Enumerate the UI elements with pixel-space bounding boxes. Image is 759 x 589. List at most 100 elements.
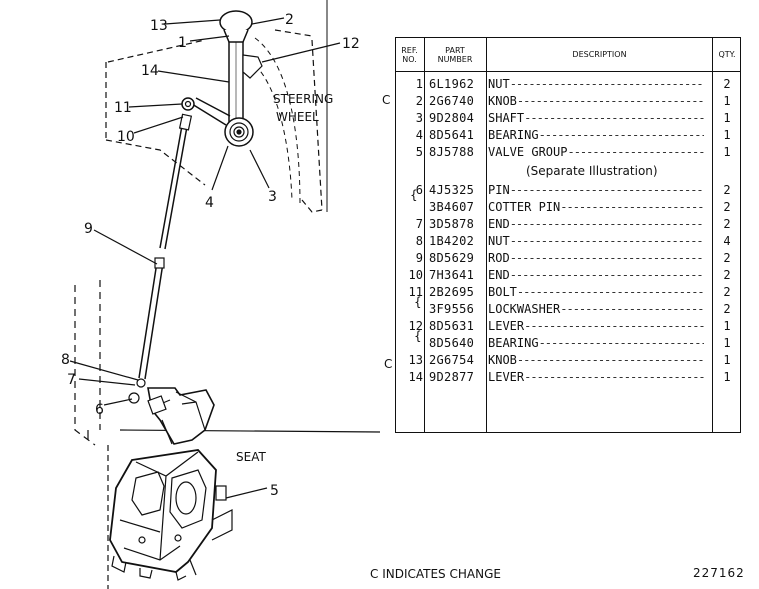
change-legend: C INDICATES CHANGE [370,567,501,581]
quantity: 2 [723,183,731,197]
ref-number: 11 [408,285,423,299]
quantity: 2 [723,285,731,299]
ref-number: 3 [415,111,423,125]
part-number: 8D5631 [429,319,475,333]
ref-number: 5 [415,145,423,159]
dot-leader: ---------------------------------- [524,319,704,333]
part-description: NUT------------------------------------ [488,76,704,93]
change-mark-row-13: C [384,357,393,371]
part-description: BOLT----------------------------------- [488,284,704,301]
wheel-label: WHEEL [276,110,319,124]
group-brace-12: { [414,329,422,343]
callout-4: 4 [205,195,214,211]
figure-number: 227162 [693,566,745,580]
dot-leader: ------------------------------------ [509,251,704,265]
dot-leader: -------------------------------- [538,336,704,350]
callout-5: 5 [270,483,279,499]
part-number: 4J5325 [429,183,475,197]
parts-illustration: 13 2 1 12 14 11 10 4 3 9 8 7 6 5 STEERIN… [61,0,381,589]
table-row: 3F9556LOCKWASHER------------------------… [396,301,740,318]
dot-leader: ----------------------------------- [516,285,704,299]
ref-number: 9 [415,251,423,265]
callout-11: 11 [114,100,132,116]
part-description: BEARING-------------------------------- [488,335,704,352]
callout-9: 9 [84,221,93,237]
part-number: 7H3641 [429,268,475,282]
callout-2: 2 [285,12,294,28]
part-description: BEARING-------------------------------- [488,127,704,144]
part-description: LEVER---------------------------------- [488,369,704,386]
part-description: VALVE GROUP---------------------------- [488,144,704,161]
callout-8: 8 [61,352,70,368]
part-number: 3D5878 [429,217,475,231]
part-number: 3F9556 [429,302,475,316]
quantity: 2 [723,200,731,214]
part-number: 8J5788 [429,145,475,159]
header-description: DESCRIPTION [572,50,627,59]
ref-number: 14 [408,370,423,384]
dot-leader: ------------------------------------ [509,217,704,231]
dot-leader: ------------------------------------ [509,77,704,91]
column-divider [712,38,713,432]
part-description: KNOB----------------------------------- [488,352,704,369]
callout-6: 6 [95,402,104,418]
quantity: 4 [723,234,731,248]
callout-1: 1 [178,35,187,51]
quantity: 1 [723,336,731,350]
part-description: COTTER PIN----------------------------- [488,199,704,216]
part-number: 2B2695 [429,285,475,299]
part-description: NUT------------------------------------ [488,233,704,250]
dot-leader: ------------------------------------ [509,268,704,282]
quantity: 2 [723,268,731,282]
table-row: 11 2B2695 BOLT----------------------------… [396,284,740,301]
quantity: 1 [723,94,731,108]
ref-number: 7 [415,217,423,231]
part-number: 8D5640 [429,336,475,350]
callout-7: 7 [67,372,76,388]
part-description: SHAFT---------------------------------- [488,110,704,127]
part-description: ROD------------------------------------ [488,250,704,267]
ref-number: 10 [408,268,423,282]
dot-leader: ----------------------------------- [516,353,704,367]
callout-3: 3 [268,189,277,205]
callout-12: 12 [342,36,360,52]
part-description: KNOB----------------------------------- [488,93,704,110]
part-number: 9D2804 [429,111,475,125]
quantity: 1 [723,111,731,125]
separate-illustration-note: (Separate Illustration) [526,164,658,178]
part-number: 3B4607 [429,200,475,214]
steering-label: STEERING [273,92,333,106]
ref-number: 1 [415,77,423,91]
column-divider [424,38,425,432]
table-row: 6 4J5325 PIN------------------------------… [396,182,740,199]
quantity: 2 [723,302,731,316]
change-mark-row-2: C [382,93,391,107]
ref-number: 13 [408,353,423,367]
dot-leader: ----------------------------- [560,302,704,316]
table-row: 3B4607 COTTER PIN------------------------… [396,199,740,216]
dot-leader: ---------------------------- [567,145,704,159]
dot-leader: ----------------------------------- [516,94,704,108]
callout-13: 13 [150,18,168,34]
ref-number: 6 [415,183,423,197]
part-number: 2G6740 [429,94,475,108]
quantity: 2 [723,251,731,265]
table-row: 5 8J5788 VALVE GROUP----------------------… [396,144,740,161]
dot-leader: ------------------------------------ [509,234,704,248]
part-description: PIN------------------------------------ [488,182,704,199]
quantity: 1 [723,145,731,159]
header-ref-no: REF.NO. [401,45,418,64]
quantity: 2 [723,217,731,231]
